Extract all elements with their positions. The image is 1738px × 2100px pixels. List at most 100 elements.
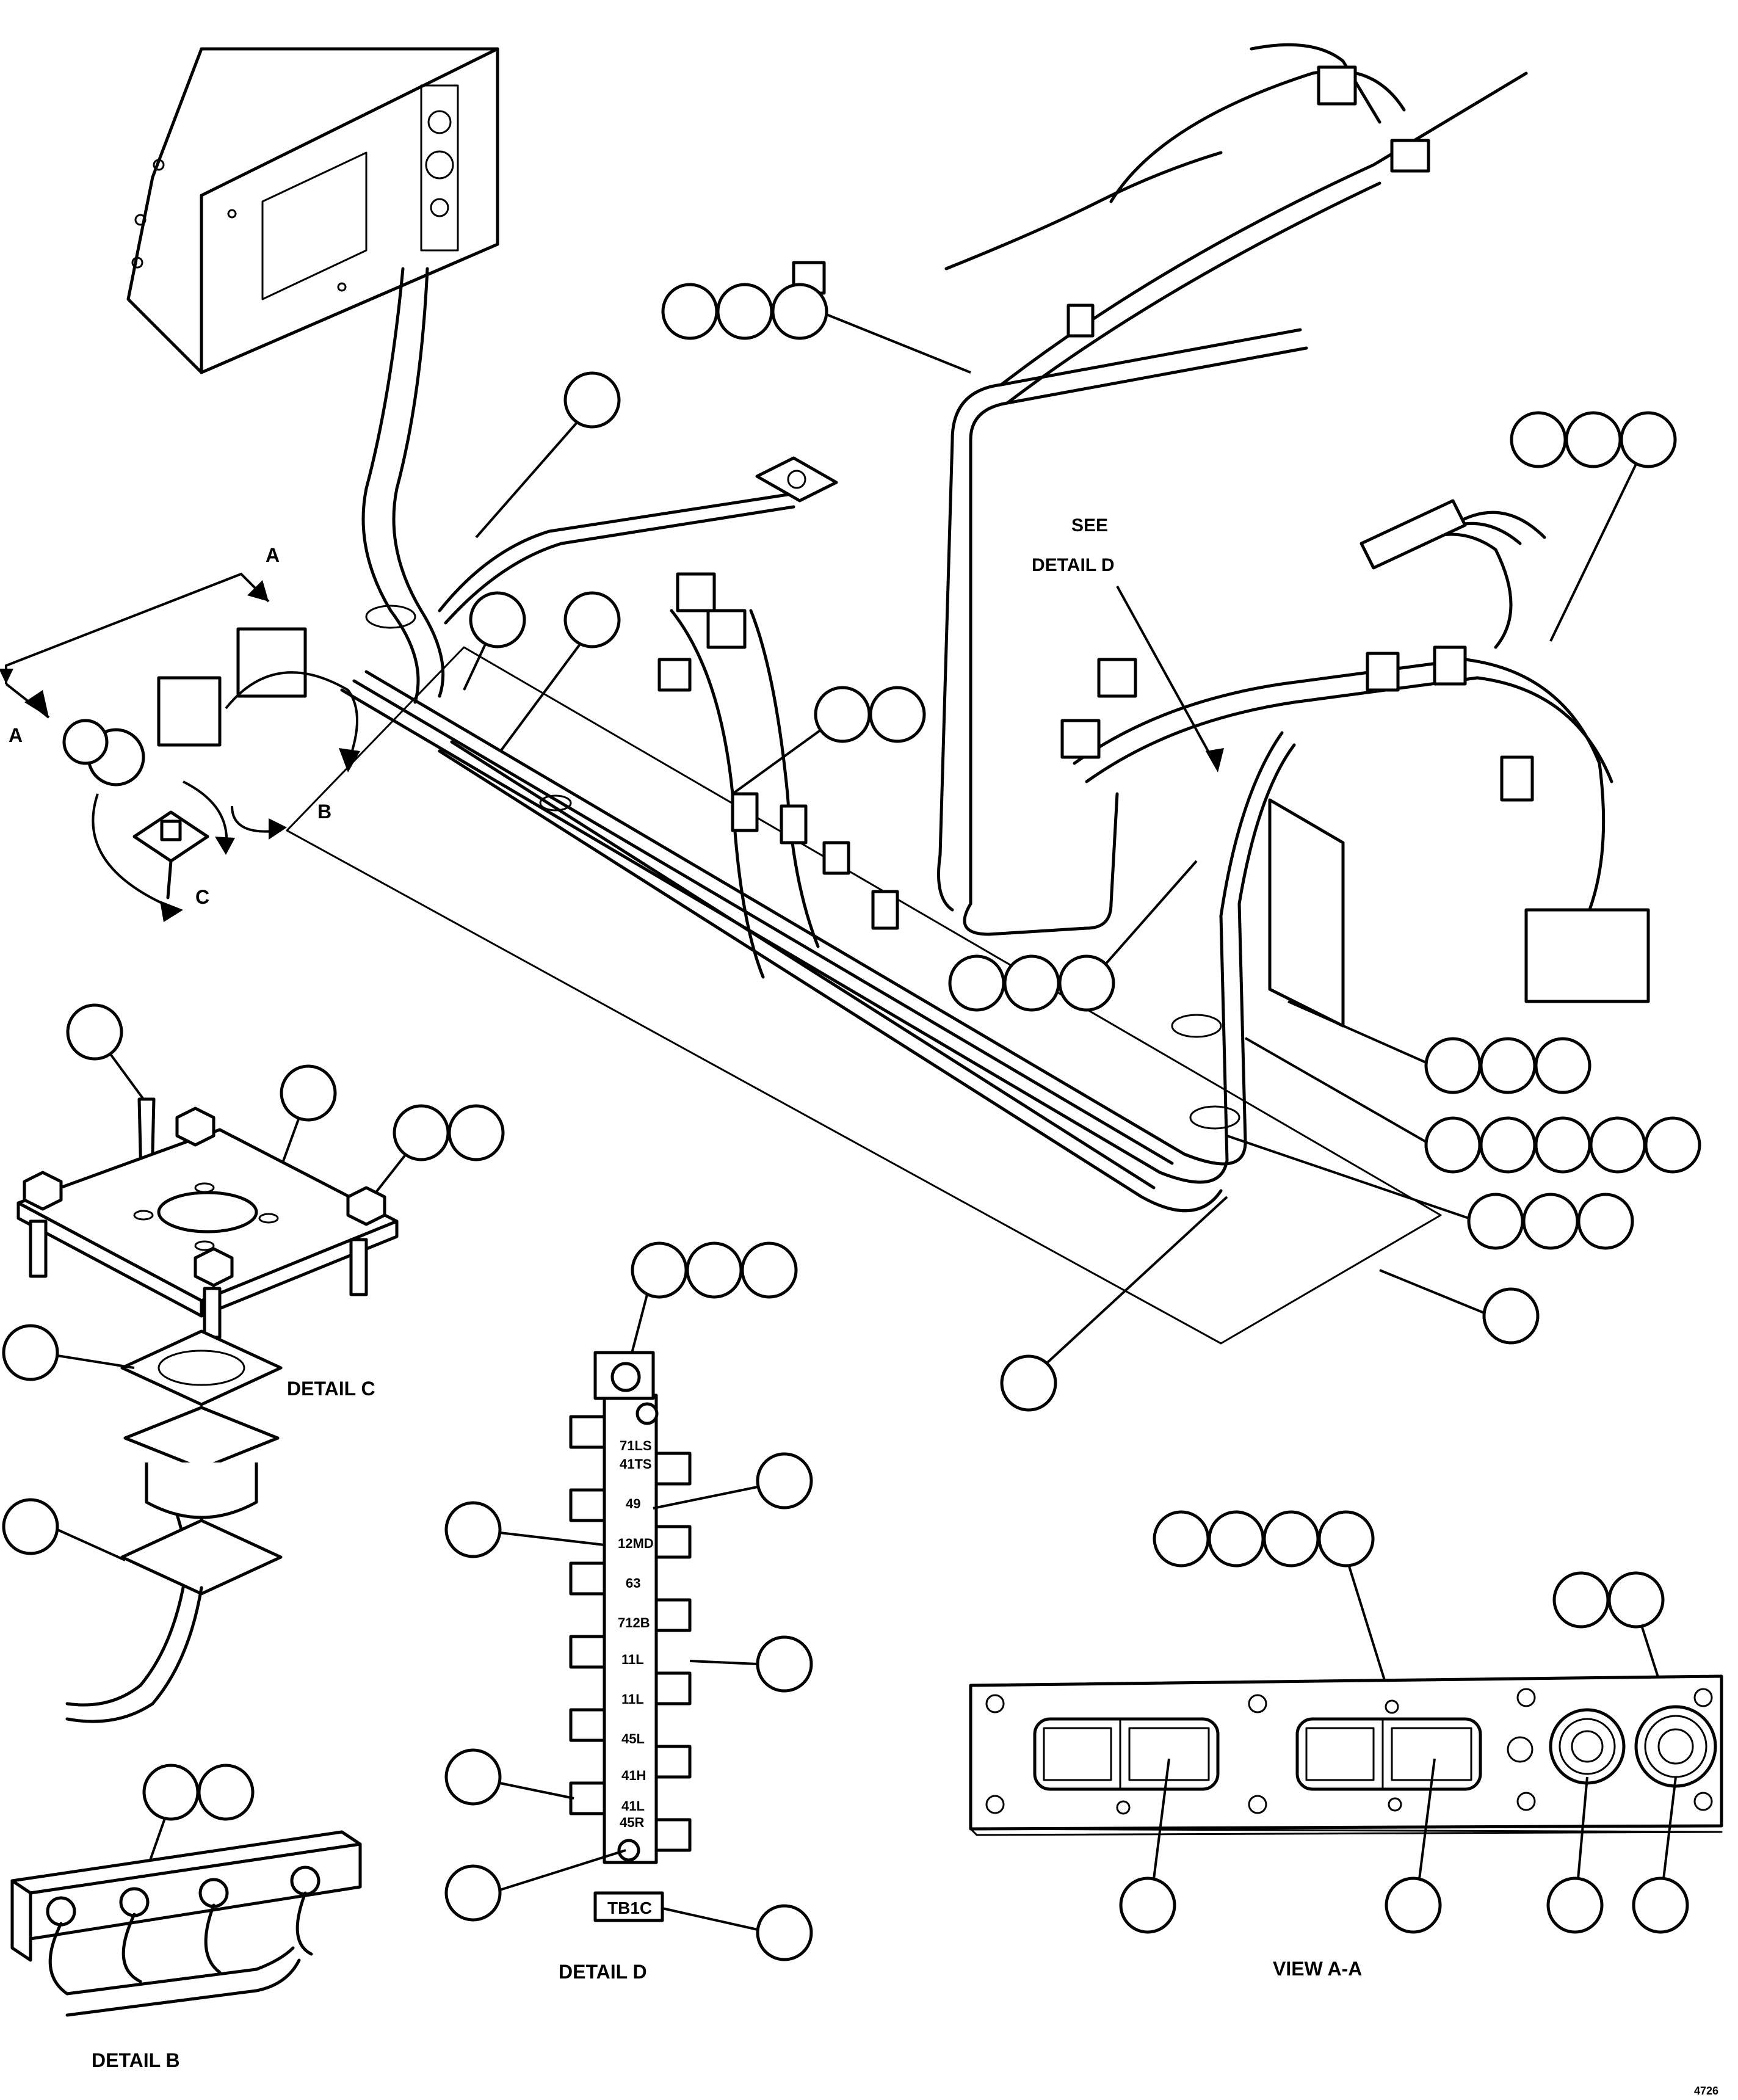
- detail-d-lugs-left: [569, 1415, 606, 1815]
- detail-d: 71LS 41TS 49 12MD 63 712B 11L 11L 45L 41…: [444, 1241, 813, 1983]
- callout-bubble: [1385, 1877, 1442, 1934]
- callout-bubble: [280, 1064, 337, 1122]
- callout-bubble: [469, 591, 526, 649]
- view-a-label-side: A: [9, 724, 23, 746]
- view-b-label: B: [317, 801, 331, 823]
- view-aa: VIEW A-A: [969, 1510, 1723, 1980]
- terminal-marking: 49: [626, 1496, 640, 1511]
- callout-bubble: [393, 1104, 450, 1161]
- callout-bubble: [444, 1748, 502, 1806]
- terminal-marking: 41H: [621, 1768, 646, 1783]
- main-assembly: [62, 43, 1650, 1345]
- callout-bubble: [631, 1241, 688, 1299]
- view-a-indicator: A A: [0, 544, 280, 746]
- detail-c-receptacle: [123, 1406, 280, 1470]
- callout-bubble: [716, 283, 773, 340]
- callout-bubble: [771, 283, 828, 340]
- terminal-marking: 45L: [621, 1731, 645, 1746]
- terminal-marking: 712B: [618, 1615, 650, 1630]
- callout-bubble: [447, 1104, 505, 1161]
- callout-bubble: [1577, 1193, 1634, 1250]
- callout-bubble: [756, 1635, 813, 1693]
- callout-bubble: [661, 283, 719, 340]
- callout-bubble: [444, 1864, 502, 1922]
- detail-d-terminal-board: [603, 1393, 658, 1864]
- harness-bundles: [340, 43, 1613, 1213]
- terminal-marking: 63: [626, 1575, 640, 1591]
- callout-bubble: [2, 1324, 59, 1381]
- see-label: SEE: [1071, 515, 1108, 536]
- callout-bubble: [756, 1452, 813, 1510]
- detail-c: DETAIL C: [2, 1003, 505, 1723]
- callout-bubble: [1479, 1037, 1537, 1094]
- terminal-marking: 11L: [621, 1652, 644, 1667]
- detail-d-lugs-right: [654, 1451, 692, 1852]
- callout-bubble: [1510, 411, 1567, 468]
- view-c-label: C: [195, 886, 209, 908]
- callout-bubble: [1632, 1877, 1689, 1934]
- detail-c-gasket: [120, 1329, 283, 1406]
- detail-d-tag: [593, 1891, 664, 1922]
- callout-bubble: [869, 686, 926, 743]
- detail-c-label: DETAIL C: [287, 1378, 375, 1400]
- detail-d-markings: 71LS 41TS 49 12MD 63 712B 11L 11L 45L 41…: [618, 1438, 654, 1830]
- callout-bubble: [142, 1764, 200, 1821]
- terminal-marking: 11L: [621, 1691, 644, 1707]
- callout-bubble: [1522, 1193, 1579, 1250]
- callout-bubble: [66, 1003, 123, 1061]
- callout-bubble: [1620, 411, 1677, 468]
- callout-bubble: [1424, 1116, 1482, 1174]
- callout-bubble: [948, 954, 1005, 1012]
- callout-bubble: [1058, 954, 1115, 1012]
- detail-b-screws: [46, 1866, 320, 1927]
- callout-bubble: [814, 686, 871, 743]
- callout-bubble: [1003, 954, 1060, 1012]
- terminal-marking: 41TS: [620, 1456, 652, 1472]
- view-aa-mount-holes: [985, 1688, 1713, 1815]
- detail-b: DETAIL B: [10, 1764, 362, 2071]
- control-box: [126, 47, 499, 374]
- callout-bubble: [756, 1904, 813, 1961]
- callout-bubble: [1534, 1037, 1591, 1094]
- callout-bubble: [1482, 1287, 1540, 1345]
- callout-bubble: [1119, 1877, 1176, 1934]
- view-a-label-top: A: [266, 544, 280, 566]
- view-aa-rect-connector-1: [1033, 1717, 1220, 1791]
- callout-bubble: [1262, 1510, 1320, 1568]
- callout-bubble: [1534, 1116, 1591, 1174]
- main-callouts: [463, 283, 1701, 1412]
- terminal-marking: 41L: [621, 1798, 645, 1814]
- callout-bubble: [2, 1498, 59, 1555]
- detail-b-label: DETAIL B: [92, 2049, 180, 2071]
- callout-bubble: [563, 591, 621, 649]
- callout-bubble: [686, 1241, 743, 1299]
- callout-bubble: [1424, 1037, 1482, 1094]
- callout-bubble: [1467, 1193, 1524, 1250]
- detail-c-bolts: [23, 1106, 386, 1339]
- see-detail-d-note: SEE DETAIL D: [1032, 515, 1224, 772]
- view-aa-circular-connector-2: [1634, 1705, 1717, 1788]
- c-mount-plate: [132, 810, 209, 899]
- callout-bubble: [1607, 1571, 1665, 1629]
- see-detail-d-label: DETAIL D: [1032, 555, 1115, 575]
- callout-bubble: [1153, 1510, 1210, 1568]
- view-bc-indicator: B C: [92, 671, 360, 922]
- terminal-marking: 45R: [620, 1815, 644, 1830]
- callout-bubble: [1552, 1571, 1610, 1629]
- terminal-marking: 71LS: [620, 1438, 652, 1453]
- terminal-marking: 12MD: [618, 1536, 654, 1551]
- callout-bubble: [563, 371, 621, 429]
- callout-bubble: [197, 1764, 255, 1821]
- callout-bubble: [740, 1241, 798, 1299]
- callout-bubble: [1546, 1877, 1604, 1934]
- drawing-number: 4726: [1694, 2085, 1718, 2097]
- detail-d-label: DETAIL D: [559, 1961, 647, 1983]
- view-aa-circular-connector-1: [1549, 1708, 1626, 1785]
- view-aa-rect-connector-2: [1295, 1717, 1482, 1791]
- callout-bubble: [1208, 1510, 1265, 1568]
- callout-bubble: [1317, 1510, 1375, 1568]
- base-plate: [286, 646, 1442, 1345]
- callout-bubble: [1644, 1116, 1701, 1174]
- callout-bubble: [1479, 1116, 1537, 1174]
- callout-bubble: [1000, 1354, 1057, 1412]
